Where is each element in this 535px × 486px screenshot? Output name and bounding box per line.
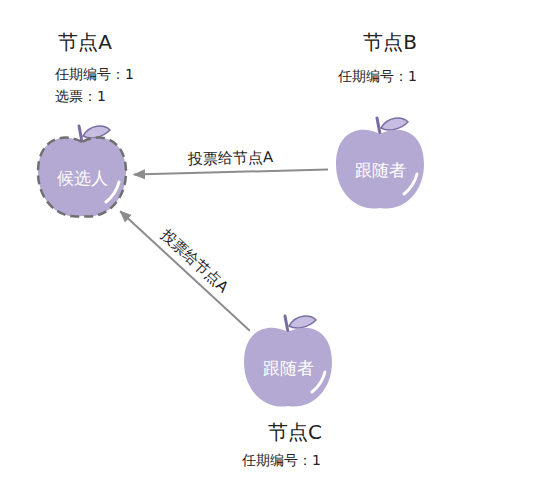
vote-arrow [134, 169, 328, 174]
node-role: 候选人 [57, 168, 108, 188]
apple-leaf [83, 126, 110, 138]
apple-leaf [289, 316, 316, 328]
node-role: 跟随者 [355, 160, 406, 180]
node-field: 选票：1 [55, 88, 106, 105]
apple-stem [285, 316, 288, 332]
node-field: 任期编号：1 [242, 452, 321, 469]
apple-body [38, 138, 126, 217]
apple-node: 节点A任期编号：1选票：1候选人 [34, 128, 130, 220]
edge-label: 投票给节点A [156, 224, 234, 298]
apple-highlight [106, 182, 119, 202]
node-role: 跟随者 [263, 358, 314, 378]
node-field: 任期编号：1 [55, 66, 134, 83]
edge-label: 投票给节点A [186, 148, 276, 168]
node-heading: 节点A [58, 30, 112, 54]
apple-body [244, 328, 332, 407]
node-field: 任期编号：1 [338, 68, 417, 85]
apple-node: 跟随者节点C任期编号：1 [240, 318, 336, 410]
apple-node: 节点B任期编号：1跟随者 [332, 120, 428, 212]
apple-body [336, 130, 424, 209]
apple-stem [377, 118, 380, 134]
vote-arrow [120, 211, 250, 330]
apple-highlight [404, 174, 417, 194]
node-heading: 节点C [268, 420, 322, 444]
apple-highlight [312, 372, 325, 392]
node-heading: 节点B [363, 30, 417, 54]
apple-leaf [381, 118, 408, 130]
